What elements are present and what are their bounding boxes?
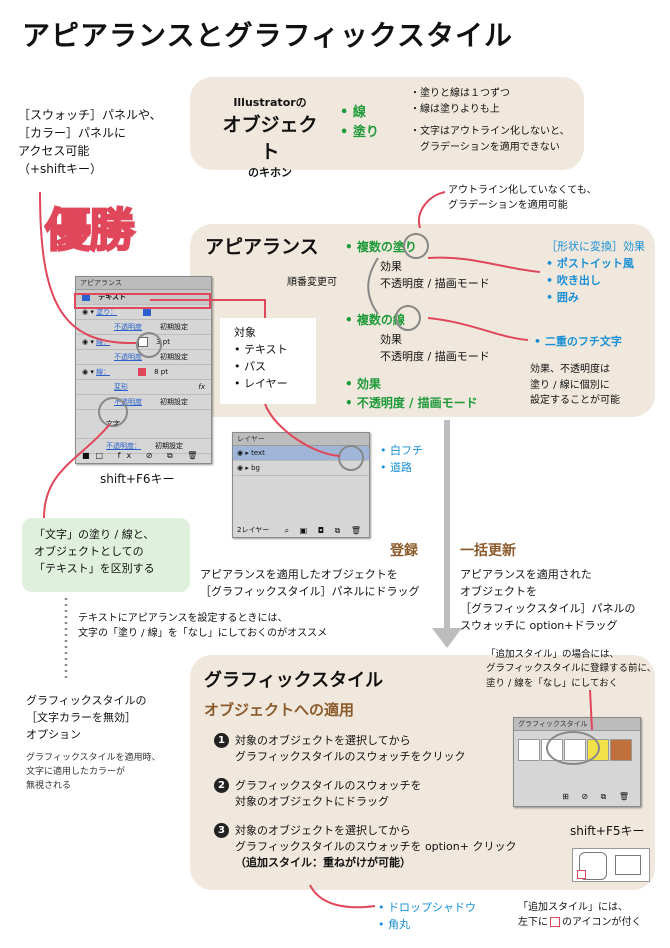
fill-circle xyxy=(403,233,429,259)
preview-swatch xyxy=(615,855,641,875)
graphic-style-heading: グラフィックスタイル xyxy=(204,670,384,691)
opacity-row[interactable]: 不透明度初期設定 xyxy=(76,395,211,410)
layers-tab: レイヤー xyxy=(233,433,369,446)
eye-icon[interactable]: ◉ xyxy=(237,464,244,472)
swatch-circle xyxy=(546,731,600,765)
page-title: アピアランスとグラフィックスタイル xyxy=(22,19,514,52)
icon-note: 「追加スタイル」には、 左下にのアイコンが付く xyxy=(518,902,642,928)
text-distinguish-box: 「文字」の塗り / 線と、 オブジェクトとしての 「テキスト」を区別する xyxy=(22,518,190,592)
appearance-bottom-items: • 効果 • 不透明度 / 描画モード xyxy=(345,377,478,411)
object-thumbnail xyxy=(82,293,90,301)
basics-items: • 線 • 塗り xyxy=(340,105,379,141)
add-style-icon xyxy=(577,870,586,879)
graphic-style-shortcut: shift+F5キー xyxy=(570,824,645,838)
eye-icon[interactable]: ◉ ▾ xyxy=(82,338,94,346)
graphic-option-title: グラフィックスタイルの ［文字カラーを無効］ オプション xyxy=(26,694,147,742)
outline-note: アウトライン化していなくても、 グラデーションを適用可能 xyxy=(448,185,597,211)
eye-icon[interactable]: ◉ ▾ xyxy=(82,368,94,376)
flow-arrow-head xyxy=(432,628,462,648)
stroke-row-2[interactable]: ◉ ▾ 線：8 pt xyxy=(76,365,211,380)
bulk-update-text: アピアランスを適用された オブジェクトを ［グラフィックスタイル］パネルの スウ… xyxy=(460,568,636,633)
swatch-preview xyxy=(572,848,650,882)
target-box: 対象 • テキスト • パス • レイヤー xyxy=(220,318,316,404)
preview-swatch xyxy=(579,852,607,880)
connector-line xyxy=(427,256,541,273)
bulk-update-heading: 一括更新 xyxy=(460,543,516,559)
eye-icon[interactable]: ◉ xyxy=(237,449,244,457)
connector-line xyxy=(589,689,593,731)
target-circle xyxy=(338,445,364,471)
stroke-circle xyxy=(395,305,421,331)
basics-box xyxy=(190,77,584,170)
basics-heading: Illustratorの オブジェクト のキホン xyxy=(222,96,318,179)
double-border-label: • 二重のフチ文字 xyxy=(534,335,622,348)
graphic-bottom-items: • ドロップシャドウ • 角丸 xyxy=(378,901,476,932)
multiple-stroke-label: • 複数の線 xyxy=(345,313,405,327)
graphic-option-note: グラフィックスタイルを適用時、 文字に適用したカラーが 無視される xyxy=(26,753,161,791)
appearance-shortcut: shift+F6キー xyxy=(100,472,175,486)
fx-icon[interactable]: fx xyxy=(198,383,205,391)
apply-subheading: オブジェクトへの適用 xyxy=(204,701,355,719)
highlight-circle xyxy=(136,332,162,358)
connector-line xyxy=(309,884,376,909)
fill-sub: 効果 不透明度 / 描画モード xyxy=(380,260,490,291)
basics-notes: ・塗りと線は１つずつ ・線は塗りよりも上 ・文字はアウトライン化しないと、 グラ… xyxy=(410,88,570,153)
graphic-style-tab: グラフィックスタイル xyxy=(514,718,640,731)
register-heading: 登録 xyxy=(390,543,418,559)
layers-footer-icons[interactable]: ⌕ ▣ ◘ ⧉ 🗑 xyxy=(284,526,365,535)
appearance-heading: アピアランス xyxy=(205,236,319,258)
panel-footer-icons[interactable]: ■□ fx ⊘ ⧉ 🗑 xyxy=(82,451,204,460)
layer-labels: • 白フチ • 道路 xyxy=(380,444,423,475)
yusho-logo: 優勝 xyxy=(44,202,136,258)
add-style-note: 「追加スタイル」の場合には、 グラフィックスタイルに登録する前に、 塗り / 線… xyxy=(486,649,657,689)
red-connectors xyxy=(39,191,593,909)
fill-swatch[interactable] xyxy=(143,308,152,316)
shape-effect-list: ［形状に変換］効果 • ポストイット風 • 吹き出し • 囲み xyxy=(546,240,645,305)
eye-icon[interactable]: ◉ ▾ xyxy=(82,308,94,316)
connector-line xyxy=(39,191,137,345)
order-arrow xyxy=(367,257,379,315)
register-text: アピアランスを適用したオブジェクトを ［グラフィックスタイル］パネルにドラッグ xyxy=(200,568,420,599)
style-swatch[interactable] xyxy=(610,739,632,761)
connector-line xyxy=(43,423,111,519)
layer-row-text[interactable]: ◉ ▸ text xyxy=(233,446,369,461)
connector-line xyxy=(418,191,446,229)
swatch-access-note: ［スウォッチ］パネルや、 ［カラー］パネルに アクセス可能 （+shiftキー） xyxy=(18,108,162,176)
multiple-fill-label: • 複数の塗り xyxy=(345,240,417,254)
layers-footer: 2レイヤー xyxy=(237,526,270,534)
opacity-row[interactable]: 不透明度：初期設定 xyxy=(76,439,211,454)
order-note: 順番変更可 xyxy=(287,277,337,288)
panel-tab: アピアランス xyxy=(76,277,211,290)
stroke-sub: 効果 不透明度 / 描画モード xyxy=(380,333,490,364)
stroke-swatch-red[interactable] xyxy=(138,368,147,376)
title-highlight xyxy=(74,293,211,309)
style-swatch[interactable] xyxy=(518,739,540,761)
fill-row[interactable]: ◉ ▾ 塗り： xyxy=(76,305,211,320)
connector-line xyxy=(264,403,341,457)
highlight-circle xyxy=(98,397,128,427)
opacity-row[interactable]: 不透明度初期設定 xyxy=(76,350,211,365)
graphic-footer-icons[interactable]: ⊞ ⊘ ⧉ 🗑 xyxy=(562,792,634,801)
add-style-icon xyxy=(550,917,560,927)
connector-line xyxy=(150,299,266,318)
text-appearance-note: テキストにアピアランスを設定するときには、 文字の「塗り / 線」を「なし」にし… xyxy=(78,613,328,639)
layer-row-bg[interactable]: ◉ ▸ bg xyxy=(233,461,369,476)
connector-line xyxy=(427,317,529,341)
effect-note: 効果、不透明度は 塗り / 線に個別に 設定することが可能 xyxy=(530,364,620,406)
